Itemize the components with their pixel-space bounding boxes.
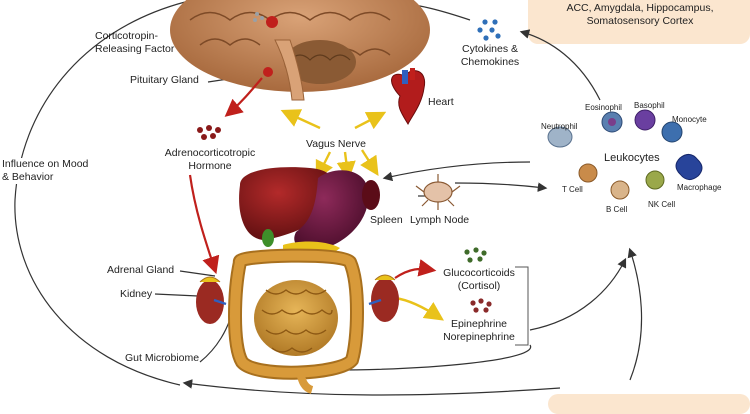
hormone-bracket <box>515 266 529 346</box>
acth-to-adrenal-arrow <box>188 174 220 275</box>
spleen-label: Spleen <box>370 214 403 226</box>
monocyte-cell <box>661 121 683 143</box>
adrenal-to-cortisol-arrow <box>394 259 437 279</box>
macrophage-label: Macrophage <box>677 183 722 192</box>
feedback-loop-lines <box>14 0 643 396</box>
mood-loop-line <box>14 1 186 386</box>
adrenal-gland-label: Adrenal Gland <box>107 264 175 276</box>
mood-behavior-label: Influence on Mood & Behavior <box>2 158 89 184</box>
abdominal-organs <box>239 167 380 259</box>
pituitary-label: Pituitary Gland <box>130 74 199 86</box>
brain-regions-callout <box>528 0 750 44</box>
cytokines-label: Cytokines & Chemokines <box>460 43 520 68</box>
b-cell-label: B Cell <box>606 205 628 214</box>
t-cell-label: T Cell <box>562 185 583 194</box>
eosinophil-label: Eosinophil <box>585 103 622 112</box>
spleen-shape <box>362 180 380 210</box>
gut-microbiome-label: Gut Microbiome <box>125 352 200 364</box>
vagus-to-spleen-arrow <box>360 149 379 177</box>
vagus-nerve-label: Vagus Nerve <box>306 138 366 150</box>
lymph-to-leukocyte-arrow <box>454 182 548 192</box>
basophil-cell <box>634 109 656 131</box>
pituitary-to-acth-arrow <box>224 77 263 117</box>
hormones-to-gut-line <box>329 344 532 371</box>
acth-dots <box>197 125 221 140</box>
vagus-to-heart-arrow <box>354 111 387 130</box>
lymph-node-label: Lymph Node <box>410 214 470 226</box>
catecholamines-label: Epinephrine Norepinephrine <box>443 318 515 343</box>
adrenal-to-epinephrine-arrow <box>394 296 444 321</box>
nk-cell-label: NK Cell <box>648 200 676 209</box>
epinephrine-dots <box>470 298 492 313</box>
hormones-to-immune-arrow <box>529 257 627 331</box>
brain-illustration <box>170 0 430 101</box>
cytokine-dots <box>477 19 501 41</box>
gallbladder-shape <box>262 229 274 247</box>
vagus-to-brain-arrow <box>280 109 321 130</box>
t-cell <box>578 163 598 183</box>
leukocyte-to-cytokine-arrow <box>519 29 601 101</box>
leukocyte-cells <box>547 109 703 200</box>
brain-regions-label: ACC, Amygdala, Hippocampus, Somatosensor… <box>566 2 714 27</box>
neutrophil-label: Neutrophil <box>541 122 578 131</box>
lymph-node-illustration <box>415 174 461 210</box>
b-cell <box>610 180 630 200</box>
adrenal-pointer <box>179 270 216 277</box>
diagram-artwork <box>14 0 703 396</box>
kidney-pointer <box>154 293 199 297</box>
basophil-label: Basophil <box>634 101 665 110</box>
nk-cell <box>645 170 665 190</box>
leukocytes-label: Leukocytes <box>604 152 660 164</box>
macrophage-cell <box>675 154 703 180</box>
right-loop-up-arrow <box>627 247 643 381</box>
cortisol-dots <box>464 247 487 263</box>
neutrophil-cell <box>547 126 573 148</box>
glucocorticoids-label: Glucocorticoids (Cortisol) <box>443 267 515 292</box>
kidneys-illustration <box>196 274 399 324</box>
kidney-label: Kidney <box>120 288 153 300</box>
leukocyte-spleen-arrow <box>382 161 531 182</box>
intestine-illustration <box>228 248 364 394</box>
heart-illustration <box>391 68 426 126</box>
monocyte-label: Monocyte <box>672 115 707 124</box>
acth-label: Adrenocorticotropic Hormone <box>164 147 256 172</box>
heart-label: Heart <box>428 96 454 108</box>
crf-label: Corticotropin- Releasing Factor <box>95 30 175 55</box>
bottom-return-arrow <box>182 379 561 396</box>
